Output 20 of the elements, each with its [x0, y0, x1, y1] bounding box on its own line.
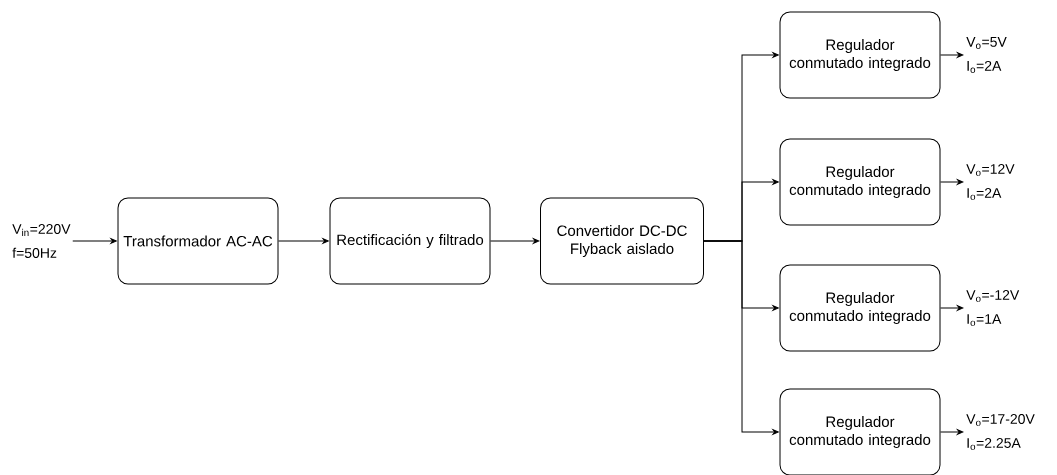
arrow	[940, 52, 964, 58]
voltage-label: V$_{o}$=17-20V I$_{o}$=2.25A	[966, 413, 1035, 450]
arrow	[72, 238, 117, 244]
process-box: Convertidor DC-DC Flyback aislado	[540, 197, 704, 285]
voltage-label: V$_{in}$=220V f=50Hz	[12, 224, 71, 258]
arrow	[703, 240, 779, 435]
arrow	[490, 238, 540, 244]
process-box: Regulador conmutado integrado	[779, 388, 941, 475]
voltage-label: V$_{o}$=12V I$_{o}$=2A	[966, 163, 1015, 200]
voltage-label: V$_{o}$=5V I$_{o}$=2A	[966, 37, 1007, 73]
process-box: Transformador AC-AC	[117, 197, 279, 285]
arrow	[940, 429, 964, 435]
arrow	[278, 238, 329, 244]
process-box: Regulador conmutado integrado	[779, 11, 941, 99]
arrow	[940, 305, 964, 311]
process-box: Regulador conmutado integrado	[779, 138, 941, 226]
voltage-label: V$_{o}$=-12V I$_{o}$=1A	[966, 289, 1020, 326]
process-box: Regulador conmutado integrado	[779, 264, 941, 352]
arrow	[940, 179, 964, 185]
process-box: Rectificación y filtrado	[329, 197, 491, 285]
